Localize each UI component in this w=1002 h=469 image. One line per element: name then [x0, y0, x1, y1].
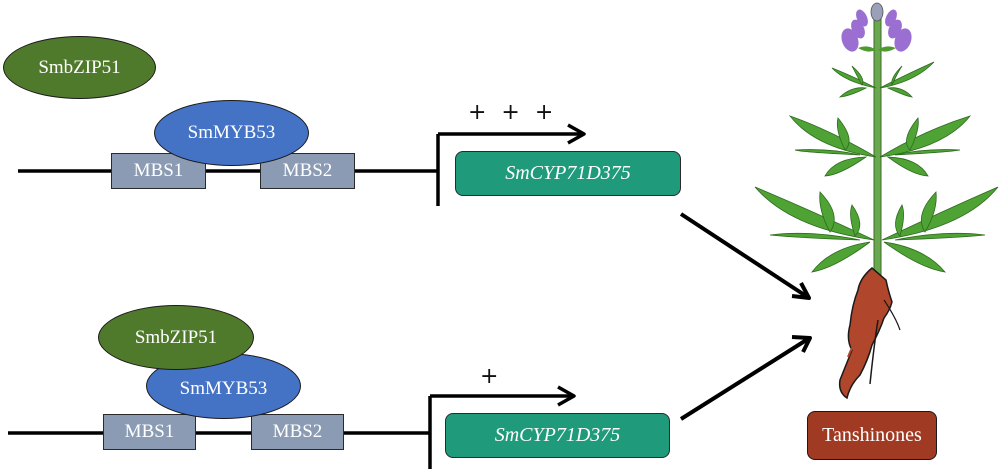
plant-root [838, 267, 893, 400]
leaf [754, 186, 875, 241]
leaf [879, 61, 935, 89]
arrow-top-to-plant [679, 212, 808, 298]
leaf [838, 87, 868, 98]
leaf [891, 65, 903, 87]
mbs2-site-bottom: MBS2 [251, 414, 344, 450]
smbzip51-label: SmbZIP51 [134, 326, 218, 348]
tanshinones-product-box: Tanshinones [807, 411, 937, 460]
smmyb53-bound-protein: SmMYB53 [154, 100, 309, 166]
leaf [819, 191, 835, 233]
mbs1-label: MBS1 [124, 421, 175, 442]
leaf [895, 204, 904, 237]
gene-smcyp71d375-top: SmCYP71D375 [455, 151, 681, 196]
leaf [794, 149, 861, 156]
transcription-arrowhead-top [567, 123, 586, 145]
smbzip51-free-protein: SmbZIP51 [3, 36, 156, 99]
gene-smcyp71d375-bottom: SmCYP71D375 [445, 413, 670, 458]
leaf [811, 241, 871, 273]
leaf [920, 191, 937, 233]
arrowhead-top-to-plant [791, 282, 811, 300]
root-branch [883, 299, 901, 331]
root-branch [869, 319, 879, 385]
leaf [894, 149, 961, 156]
activity-indicator-top: + + + [468, 100, 558, 125]
smmyb53-label: SmMYB53 [187, 122, 276, 143]
leaf [881, 186, 999, 241]
leaf [850, 204, 861, 237]
mbs1-site-bottom: MBS1 [103, 414, 196, 450]
tanshinones-label: Tanshinones [822, 424, 922, 446]
leaf [836, 117, 850, 151]
leaf [831, 67, 877, 89]
mbs2-label: MBS2 [272, 421, 323, 442]
transcription-arrowhead-bottom [557, 385, 576, 407]
mbs2-site-top: MBS2 [260, 153, 355, 189]
mbs1-label: MBS1 [133, 160, 184, 181]
leaf [906, 117, 919, 151]
leaf [824, 156, 868, 177]
plant-stem [873, 17, 882, 281]
gene-label-top: SmCYP71D375 [505, 162, 631, 184]
salvia-miltiorrhiza-plant-icon [754, 2, 999, 400]
leaf [894, 232, 986, 241]
gene-label-bottom: SmCYP71D375 [494, 424, 621, 446]
arrowhead-bottom-to-plant [791, 335, 812, 353]
flower-cluster [841, 2, 912, 52]
arrow-bottom-to-plant [679, 337, 810, 421]
activity-indicator-bottom: + [480, 364, 499, 389]
smbzip51-label: SmbZIP51 [38, 56, 121, 78]
root-branch [847, 335, 863, 358]
leaf [851, 65, 864, 86]
leaf [769, 232, 861, 241]
mbs2-label: MBS2 [282, 160, 333, 181]
smmyb53-label: SmMYB53 [179, 378, 268, 399]
leaf [886, 87, 914, 98]
leaf [886, 156, 929, 177]
mbs1-site-top: MBS1 [111, 153, 206, 189]
leaf [883, 241, 946, 273]
smbzip51-complex-protein: SmbZIP51 [98, 305, 254, 370]
